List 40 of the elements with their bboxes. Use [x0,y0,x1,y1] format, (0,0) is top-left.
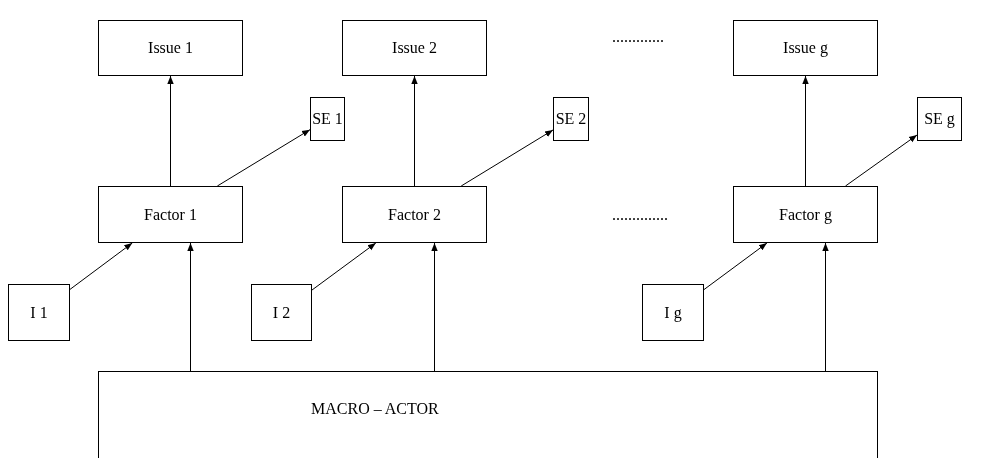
node-label: SE g [924,110,955,128]
arrow [411,75,418,187]
node-label: Factor g [779,205,832,224]
node-label: SE 2 [555,110,587,128]
arrow [311,242,377,291]
factor-box [342,186,487,243]
node-label: Factor 2 [388,205,441,224]
arrow [703,242,768,291]
arrow [187,242,194,372]
node-label: MACRO – ACTOR [311,400,439,418]
issue-box [342,20,487,76]
node-label: I 2 [272,303,291,322]
node-label: SE 1 [312,110,343,128]
node-label: Factor 1 [144,205,197,224]
node-label: I 1 [30,303,48,322]
arrow [802,75,809,187]
input-box [251,284,312,341]
factor-box [733,186,878,243]
arrow [845,134,918,187]
arrow [167,75,174,187]
macro-actor-box [98,371,878,458]
se-box [310,97,345,141]
node-label: I g [664,303,682,322]
input-box [642,284,704,341]
se-box [917,97,962,141]
se-box [553,97,589,141]
issue-box [733,20,878,76]
arrow [460,129,554,187]
issue-box [98,20,243,76]
arrow [69,242,133,290]
factor-box [98,186,243,243]
node-label: Issue g [783,39,828,57]
ellipsis-dots: .............. [612,206,668,224]
arrow [431,242,438,372]
node-label: Issue 1 [148,39,193,57]
node-label: Issue 2 [392,39,437,57]
ellipsis-dots: ............. [612,28,664,46]
arrow [216,129,311,187]
arrow [822,242,829,372]
input-box [8,284,70,341]
